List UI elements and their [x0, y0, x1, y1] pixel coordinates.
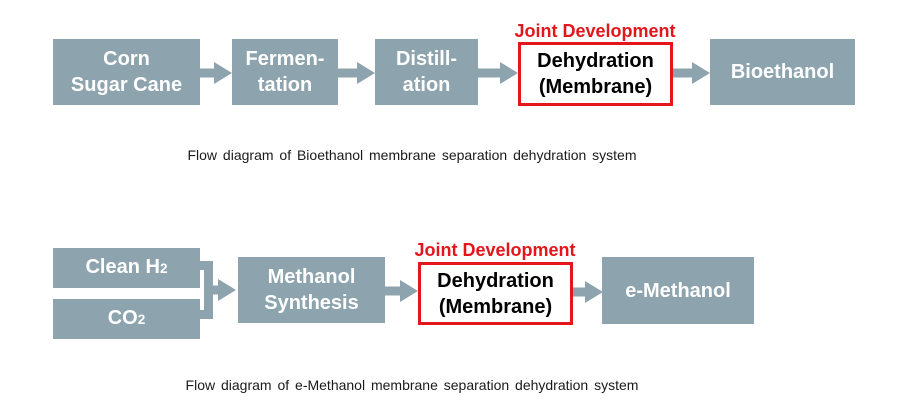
process-box-distillation: Distill- ation [375, 39, 478, 105]
box-label-line: Sugar Cane [70, 74, 183, 96]
joint-development-label: Joint Development [414, 240, 576, 260]
process-box-corn-sugar-cane: Corn Sugar Cane [53, 39, 200, 105]
box-label-line: Clean H2 [85, 254, 167, 282]
arrow-tail [338, 68, 358, 78]
arrow-head [400, 280, 418, 302]
arrow-head [357, 62, 375, 84]
arrow-tail [673, 68, 693, 78]
highlight-box-dehydration-membrane: Dehydration (Membrane) [418, 262, 573, 325]
subscript-text: 2 [159, 261, 168, 276]
process-box-methanol-synthesis: Methanol Synthesis [238, 257, 385, 323]
merge-connector-bar [204, 261, 213, 319]
flow-arrow-icon [338, 62, 375, 84]
arrow-head [585, 281, 603, 303]
arrow-tail [200, 68, 215, 78]
arrow-head [214, 62, 232, 84]
arrow-head [500, 62, 518, 84]
box-label-line: Corn [103, 48, 150, 70]
box-label-line: Dehydration [437, 269, 554, 292]
arrow-tail [385, 286, 401, 296]
box-label-line: ation [402, 74, 451, 96]
bioethanol-diagram-caption: Flow diagram of Bioethanol membrane sepa… [187, 147, 637, 163]
box-label-line: Synthesis [264, 292, 359, 314]
joint-development-label: Joint Development [514, 21, 676, 41]
flow-arrow-icon [573, 281, 603, 303]
flow-arrow-icon [200, 62, 232, 84]
box-label-line: CO2 [108, 305, 146, 333]
arrow-head [218, 279, 236, 301]
box-label-line: (Membrane) [438, 295, 553, 318]
subscript-text: 2 [137, 312, 146, 327]
emethanol-diagram-caption: Flow diagram of e-Methanol membrane sepa… [185, 377, 639, 393]
flow-arrow-icon [385, 280, 418, 302]
box-label-line: tation [257, 74, 313, 96]
box-label-text: Clean H [85, 256, 160, 278]
arrow-tail [573, 287, 586, 297]
box-label-line: Distill- [395, 48, 458, 70]
input-box-co2: CO2 [53, 299, 200, 339]
box-label-line: Fermen- [245, 48, 325, 70]
process-box-fermentation: Fermen- tation [232, 39, 338, 105]
box-label-line: Methanol [267, 266, 356, 288]
process-box-emethanol: e-Methanol [602, 257, 754, 324]
box-label-line: Dehydration [537, 50, 654, 72]
box-label-line: (Membrane) [538, 76, 653, 98]
flow-arrow-icon [212, 279, 236, 301]
arrow-tail [478, 68, 501, 78]
box-label-line: e-Methanol [625, 279, 731, 302]
box-label-text: CO [107, 307, 138, 329]
flow-arrow-icon [673, 62, 710, 84]
arrow-tail [212, 285, 219, 295]
flow-arrow-icon [478, 62, 518, 84]
process-box-bioethanol: Bioethanol [710, 39, 855, 105]
box-label-line: Bioethanol [730, 61, 835, 83]
highlight-box-dehydration-membrane: Dehydration (Membrane) [518, 42, 673, 106]
input-box-clean-h2: Clean H2 [53, 248, 200, 288]
arrow-head [692, 62, 710, 84]
